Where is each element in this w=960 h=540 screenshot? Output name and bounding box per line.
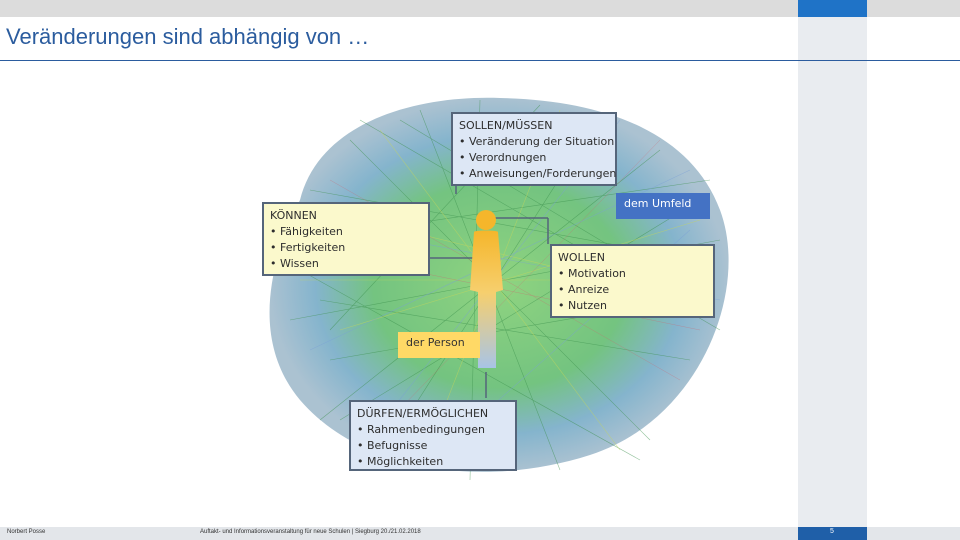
sollen-muessen-box: SOLLEN/MÜSSEN • Veränderung der Situatio… <box>451 112 617 186</box>
duerfen-heading: DÜRFEN/ERMÖGLICHEN <box>357 407 489 420</box>
koennen-box: KÖNNEN • Fähigkeiten • Fertigkeiten • Wi… <box>262 202 430 276</box>
sollen-item: • Verordnungen <box>459 151 547 164</box>
tag-dem-umfeld: dem Umfeld <box>616 193 710 219</box>
right-stripe <box>798 17 867 527</box>
footer-author: Norbert Posse <box>7 529 46 535</box>
wollen-heading: WOLLEN <box>558 251 605 264</box>
footer-bar <box>0 527 960 540</box>
wollen-box: WOLLEN • Motivation • Anreize • Nutzen <box>550 244 715 318</box>
koennen-heading: KÖNNEN <box>270 209 317 222</box>
sollen-item: • Anweisungen/Forderungen <box>459 167 617 180</box>
duerfen-item: • Befugnisse <box>357 439 428 452</box>
connector-lines <box>430 185 549 398</box>
sollen-heading: SOLLEN/MÜSSEN <box>459 119 553 132</box>
duerfen-ermoeglichen-box: DÜRFEN/ERMÖGLICHEN • Rahmenbedingungen •… <box>349 400 517 471</box>
page-number-box: 5 <box>798 527 867 540</box>
top-bar <box>0 0 960 17</box>
title-divider <box>0 60 960 61</box>
footer-event: Auftakt- und Informationsveranstaltung f… <box>200 529 421 535</box>
wollen-item: • Anreize <box>558 283 610 296</box>
koennen-item: • Fähigkeiten <box>270 225 343 238</box>
duerfen-item: • Möglichkeiten <box>357 455 444 468</box>
page-number: 5 <box>830 528 834 535</box>
sollen-item: • Veränderung der Situation <box>459 135 615 148</box>
wollen-item: • Nutzen <box>558 299 608 312</box>
tag-der-person: der Person <box>398 332 480 358</box>
koennen-item: • Wissen <box>270 257 319 270</box>
slide-title: Veränderungen sind abhängig von … <box>6 24 370 49</box>
top-accent <box>798 0 867 17</box>
duerfen-item: • Rahmenbedingungen <box>357 423 485 436</box>
koennen-item: • Fertigkeiten <box>270 241 346 254</box>
wollen-item: • Motivation <box>558 267 626 280</box>
